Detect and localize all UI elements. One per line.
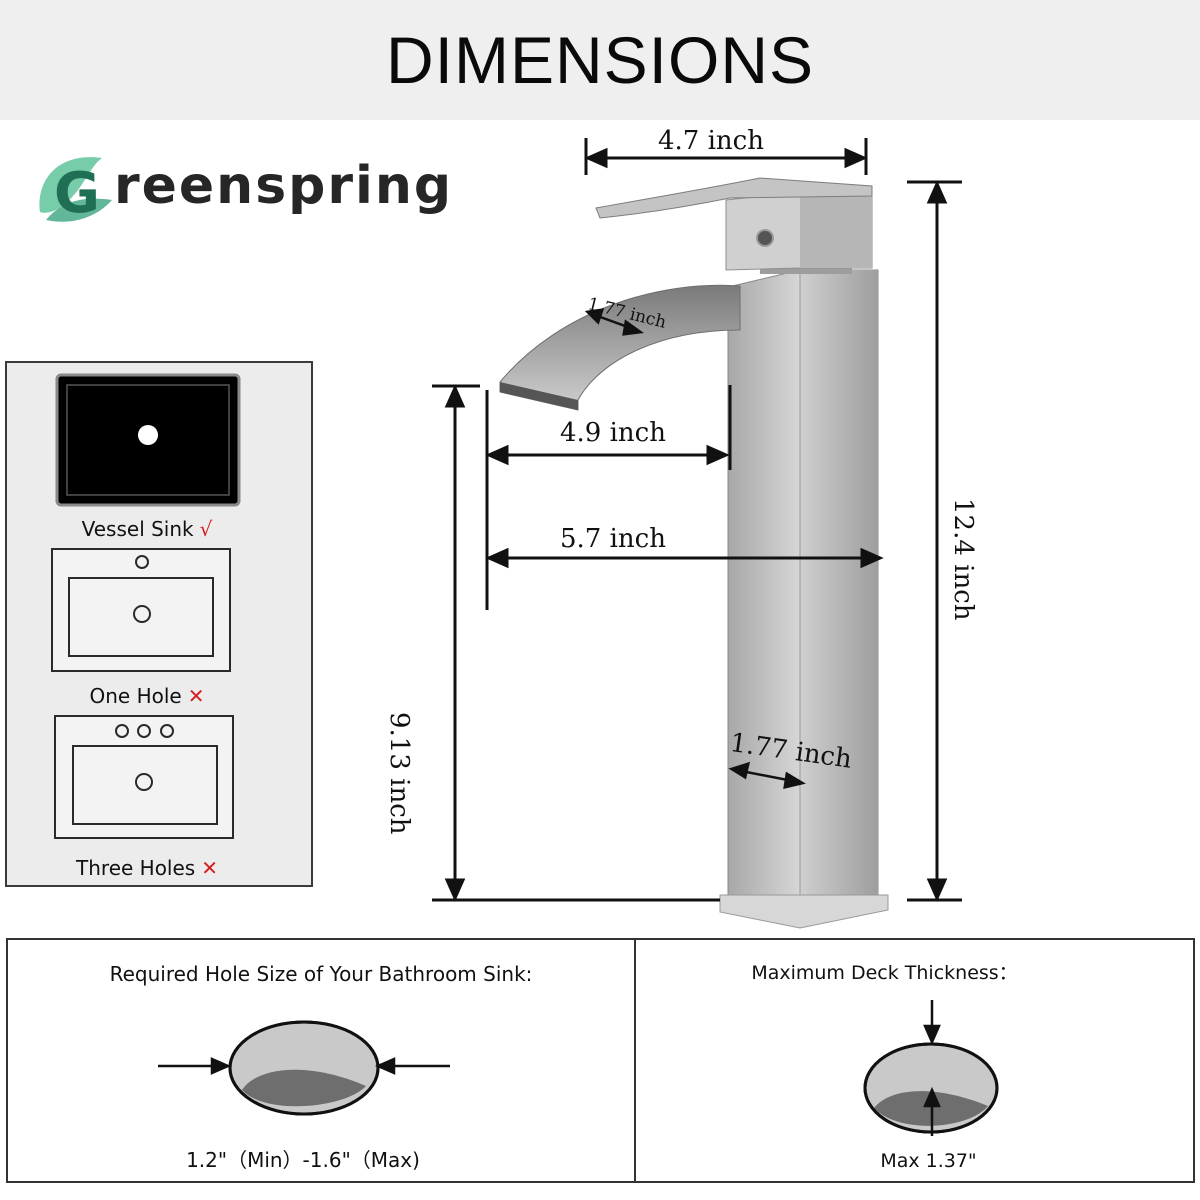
sink-label-vessel: Vessel Sink√ xyxy=(81,517,213,541)
faucet-body xyxy=(499,177,889,929)
dim-spout-height: 9.13 inch xyxy=(384,712,414,835)
sink-illustrations xyxy=(51,373,241,839)
dim-base-reach: 5.7 inch xyxy=(560,524,666,554)
logo-letter: G xyxy=(54,161,100,226)
faucet-diagram xyxy=(432,138,962,929)
leaf-logo-icon: G xyxy=(39,157,112,226)
brand-logo: G reenspring xyxy=(32,150,451,230)
deck-thickness-value: Max 1.37" xyxy=(880,1150,977,1172)
sink-type-panel: Vessel Sink√ One Hole✕ Three Holes✕ xyxy=(5,361,313,887)
cross-icon: ✕ xyxy=(201,856,218,880)
hole-size-box: Required Hole Size of Your Bathroom Sink… xyxy=(6,938,636,1183)
dimension-lines xyxy=(432,138,962,902)
header-banner: DIMENSIONS xyxy=(0,0,1200,120)
deck-thickness-box: Maximum Deck Thickness： Max 1.37" xyxy=(634,938,1195,1183)
brand-name: reenspring xyxy=(114,156,454,216)
dim-total-height: 12.4 inch xyxy=(948,498,978,621)
dim-spout-reach: 4.9 inch xyxy=(560,418,666,448)
cross-icon: ✕ xyxy=(187,684,205,708)
sink-label-one-hole: One Hole✕ xyxy=(89,684,205,708)
deck-thickness-illustration xyxy=(863,1000,999,1136)
hole-size-illustration xyxy=(158,1020,450,1116)
hole-size-title: Required Hole Size of Your Bathroom Sink… xyxy=(109,962,533,986)
page-title: DIMENSIONS xyxy=(385,23,815,97)
one-hole-sink-icon xyxy=(51,548,231,672)
dim-top-width: 4.7 inch xyxy=(658,126,764,156)
deck-thickness-title: Maximum Deck Thickness： xyxy=(751,962,1018,984)
check-icon: √ xyxy=(199,517,213,541)
sink-label-three-holes: Three Holes✕ xyxy=(76,856,218,880)
hole-size-value: 1.2"（Min）-1.6"（Max) xyxy=(186,1148,420,1172)
